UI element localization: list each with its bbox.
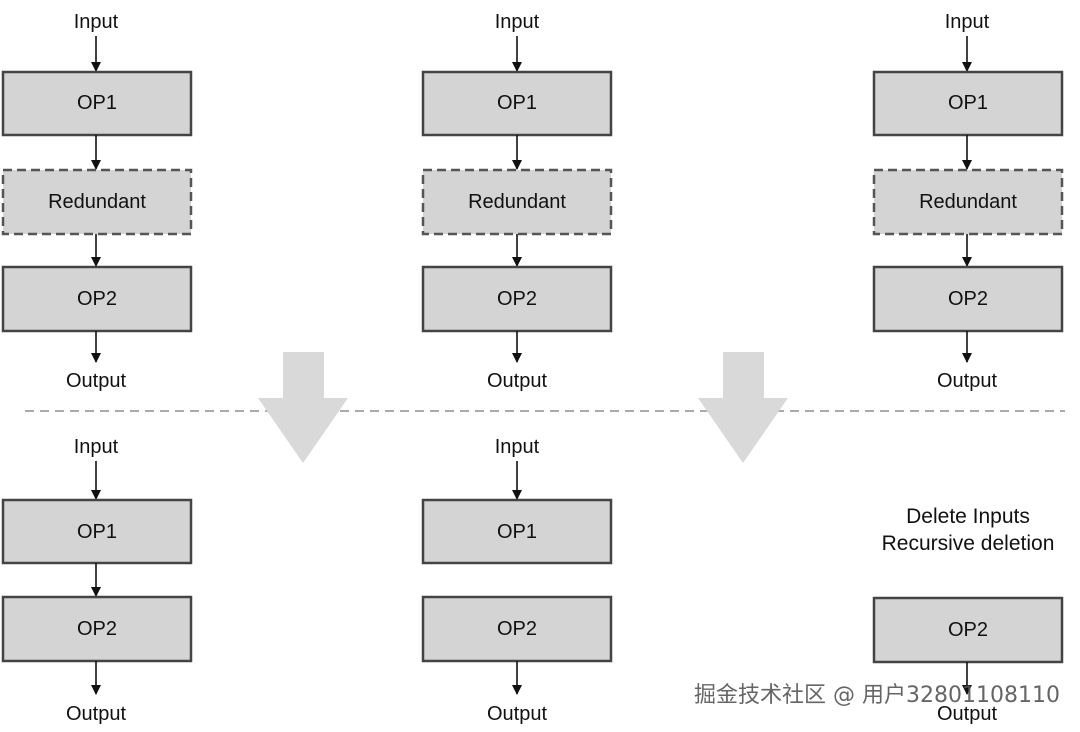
bottom-left-op1-label: OP1 [77,521,117,543]
bottom-left-input-label: Input [74,436,119,458]
bottom-left-output-label: Output [66,703,126,725]
top-right-redundant-node [872,168,1064,236]
bottom-middle-op1-label: OP1 [497,521,537,543]
top-middle-op2-label: OP2 [497,288,537,310]
top-left-op2-node [1,265,193,333]
bottom-middle-output-label: Output [487,703,547,725]
watermark: 掘金技术社区 @ 用户3280110811​0 [694,683,1060,708]
top-left-op1-node [1,70,193,137]
top-right-input-label: Input [945,11,990,33]
bottom-left-graph: Input OP1 OP2 Output [1,436,193,725]
bottom-middle-op1-node [421,498,613,565]
top-left-redundant-node [1,168,193,236]
top-right-graph: Input OP1 Redundant OP2 Output [872,11,1064,392]
bottom-middle-input-label: Input [495,436,540,458]
bottom-left-op1-node [1,498,193,565]
bottom-right-output-label: Output [937,703,997,725]
top-middle-op1-label: OP1 [497,92,537,114]
top-right-op2-label: OP2 [948,288,988,310]
top-middle-redundant-node [421,168,613,236]
top-left-input-label: Input [74,11,119,33]
top-middle-graph: Input OP1 Redundant OP2 Output [421,11,613,392]
top-middle-redundant-label: Redundant [468,191,566,213]
bottom-right-op2-label: OP2 [948,619,988,641]
bottom-middle-graph: Input OP1 OP2 Output [421,436,613,725]
transform-arrow-left [258,352,348,463]
bottom-right-op2-node [872,596,1064,664]
bottom-left-op2-node [1,595,193,663]
top-right-output-label: Output [937,370,997,392]
top-right-op1-label: OP1 [948,92,988,114]
bottom-left-op2-label: OP2 [77,618,117,640]
top-right-redundant-label: Redundant [919,191,1017,213]
bottom-middle-op2-node [421,595,613,663]
top-right-op1-node [872,70,1064,137]
top-right-op2-node [872,265,1064,333]
top-middle-op1-node [421,70,613,137]
top-left-op2-label: OP2 [77,288,117,310]
top-left-op1-label: OP1 [77,92,117,114]
top-middle-output-label: Output [487,370,547,392]
top-left-redundant-label: Redundant [48,191,146,213]
top-middle-input-label: Input [495,11,540,33]
bottom-middle-op2-label: OP2 [497,618,537,640]
bottom-right-graph: Delete Inputs Recursive deletion OP2 Out… [872,505,1064,725]
note-recursive-deletion: Recursive deletion [882,532,1055,555]
top-left-output-label: Output [66,370,126,392]
transform-arrow-right [698,352,788,463]
top-left-graph: Input OP1 Redundant OP2 Output [1,11,193,392]
note-delete-inputs: Delete Inputs [906,505,1030,528]
